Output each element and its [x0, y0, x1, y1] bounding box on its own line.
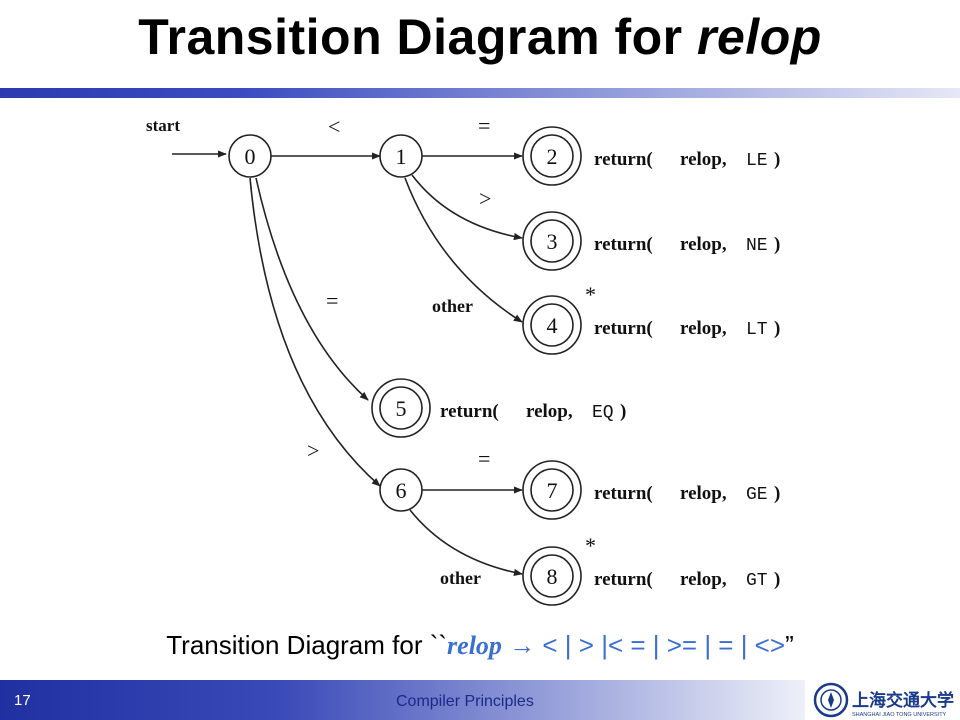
state-label: 2 [547, 144, 558, 169]
state-0: 0 [228, 134, 272, 178]
state-label: 8 [547, 564, 558, 589]
seal-outer-ring [813, 682, 849, 718]
action-close: ) [620, 401, 626, 422]
action-relop: relop, [680, 569, 727, 590]
logo-chinese-text: 上海交通大学 [852, 690, 954, 711]
state-1: 1 [379, 134, 423, 178]
state-label: 3 [547, 229, 558, 254]
action-state-8: return( relop, GT ) [594, 569, 780, 591]
action-code: EQ [592, 403, 614, 423]
state-label: 4 [547, 313, 558, 338]
action-close: ) [774, 483, 780, 504]
edge-label-1-4: other [432, 296, 473, 316]
action-code: NE [746, 236, 768, 256]
caption-relop: relop [447, 631, 502, 660]
action-return: return( [594, 149, 653, 170]
state-4: 4 [522, 295, 582, 355]
caption-operators: < | > |< = | >= | = | <> [535, 630, 786, 660]
action-relop: relop, [526, 401, 573, 422]
action-code: LT [746, 320, 768, 340]
edge-0-6 [249, 177, 381, 487]
edge-1-3 [411, 174, 523, 241]
page-number: 17 [14, 692, 31, 709]
state-label: 0 [245, 144, 256, 169]
edge-0-5 [255, 177, 369, 401]
retract-star-8: * [585, 533, 596, 558]
action-close: ) [774, 318, 780, 339]
university-logo: 上海交通大学 SHANGHAI JIAO TONG UNIVERSITY [813, 682, 954, 718]
title-underline-bar [0, 88, 960, 98]
action-code: GE [746, 485, 768, 505]
action-return: return( [440, 401, 499, 422]
edge-label-1-3: > [479, 186, 491, 211]
edge-label-1-2: = [478, 113, 490, 138]
action-relop: relop, [680, 318, 727, 339]
edge-6-8 [409, 509, 523, 576]
action-state-7: return( relop, GE ) [594, 483, 780, 505]
slide-title: Transition Diagram for relop [0, 8, 960, 66]
action-return: return( [594, 318, 653, 339]
state-8: 8 [522, 546, 582, 606]
action-state-4: return( relop, LT ) [594, 318, 780, 340]
state-label: 7 [547, 478, 558, 503]
start-label: start [146, 116, 180, 135]
action-code: GT [746, 571, 768, 591]
action-state-3: return( relop, NE ) [594, 234, 780, 256]
edge-1-4 [404, 177, 523, 323]
edge-label-6-8: other [440, 568, 481, 588]
action-relop: relop, [680, 234, 727, 255]
caption-suffix: ” [785, 630, 794, 660]
caption-arrow: → [509, 630, 536, 660]
action-state-5: return( relop, EQ ) [440, 401, 626, 423]
title-text: Transition Diagram for [138, 9, 698, 65]
state-3: 3 [522, 211, 582, 271]
action-code: LE [746, 151, 768, 171]
logo-english-text: SHANGHAI JIAO TONG UNIVERSITY [852, 712, 947, 718]
action-return: return( [594, 569, 653, 590]
course-name: Compiler Principles [396, 693, 534, 710]
state-5: 5 [371, 378, 431, 438]
transition-diagram: start < = > other = > = other 0 1 2 3 4 [146, 113, 780, 606]
caption-prefix: Transition Diagram for `` [166, 630, 448, 660]
diagram-caption: Transition Diagram for ``relop → < | > |… [0, 630, 960, 661]
retract-star-4: * [585, 282, 596, 307]
action-state-2: return( relop, LE ) [594, 149, 780, 171]
action-relop: relop, [680, 483, 727, 504]
edge-label-0-6: > [307, 438, 319, 463]
action-close: ) [774, 234, 780, 255]
state-label: 6 [396, 478, 407, 503]
action-close: ) [774, 569, 780, 590]
action-return: return( [594, 483, 653, 504]
title-emphasis: relop [697, 9, 822, 65]
state-2: 2 [522, 126, 582, 186]
state-label: 1 [396, 144, 407, 169]
edge-label-6-7: = [478, 446, 490, 471]
seal-inner-ring [820, 689, 842, 711]
state-6: 6 [379, 468, 423, 512]
seal-emblem [828, 692, 834, 708]
edge-label-0-5: = [326, 288, 338, 313]
edge-label-0-1: < [328, 114, 340, 139]
state-7: 7 [522, 460, 582, 520]
action-relop: relop, [680, 149, 727, 170]
footer-bar [0, 680, 805, 720]
action-return: return( [594, 234, 653, 255]
action-close: ) [774, 149, 780, 170]
state-label: 5 [396, 396, 407, 421]
